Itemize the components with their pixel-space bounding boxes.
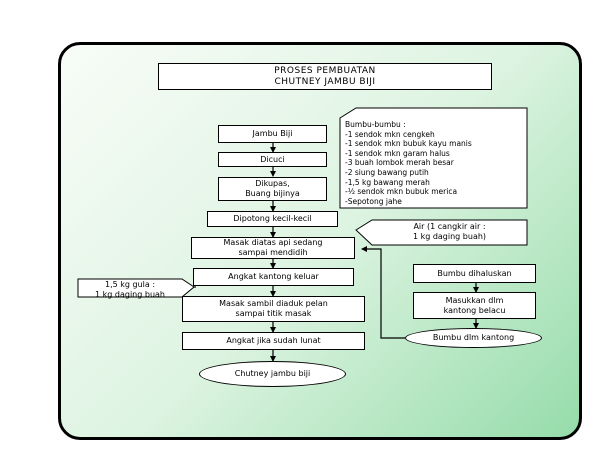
step-jambu-biji: Jambu Biji [218,125,327,143]
step-dikupas: Dikupas, Buang bijinya [218,177,327,201]
bumbu-item: -2 siung bawang putih [345,167,429,177]
step-angkat-lunat: Angkat jika sudah lunat [182,332,365,350]
step-dicuci: Dicuci [218,152,327,167]
step-angkat-kantong: Angkat kantong keluar [193,268,354,286]
input-gula: 1,5 kg gula : 1 kg daging buah [95,280,165,299]
air-callout [355,219,528,246]
bumbu-item: -1 sendok mkn bubuk kayu manis [345,139,472,149]
bumbu-item: -1,5 kg bawang merah [345,177,430,187]
bumbu-item: -1 sendok mkn cengkeh [345,129,435,139]
diagram-title: PROSES PEMBUATAN CHUTNEY JAMBU BIJI [158,63,492,90]
title-line1: PROSES PEMBUATAN [274,65,376,76]
bumbu-list: Bumbu-bumbu : -1 sendok mkn cengkeh -1 s… [345,120,515,206]
bumbu-heading: Bumbu-bumbu : [345,120,406,129]
step-masak-api: Masak diatas api sedang sampai mendidih [191,237,355,259]
bumbu-item: -3 buah lombok merah besar [345,158,454,168]
step-dipotong: Dipotong kecil-kecil [207,211,338,227]
bumbu-item: -1 sendok mkn garam halus [345,148,450,158]
bumbu-item: -½ sendok mkn bubuk merica [345,187,458,197]
gula-callout [77,278,195,298]
input-air: Air (1 cangkir air : 1 kg daging buah) [412,222,487,241]
step-masak-aduk: Masak sambil diaduk pelan sampai titik m… [182,296,365,322]
step-bumbu-dihaluskan: Bumbu dihaluskan [413,264,536,283]
arrow-kantong-masak [361,246,405,339]
step-result: Chutney jambu biji [199,361,346,387]
bumbu-callout [339,107,528,209]
step-bumbu-masukkan: Masukkan dlm kantong belacu [413,292,536,319]
title-line2: CHUTNEY JAMBU BIJI [274,76,376,87]
bumbu-item: -Sepotong jahe [345,196,402,206]
step-bumbu-kantong: Bumbu dlm kantong [405,328,542,348]
